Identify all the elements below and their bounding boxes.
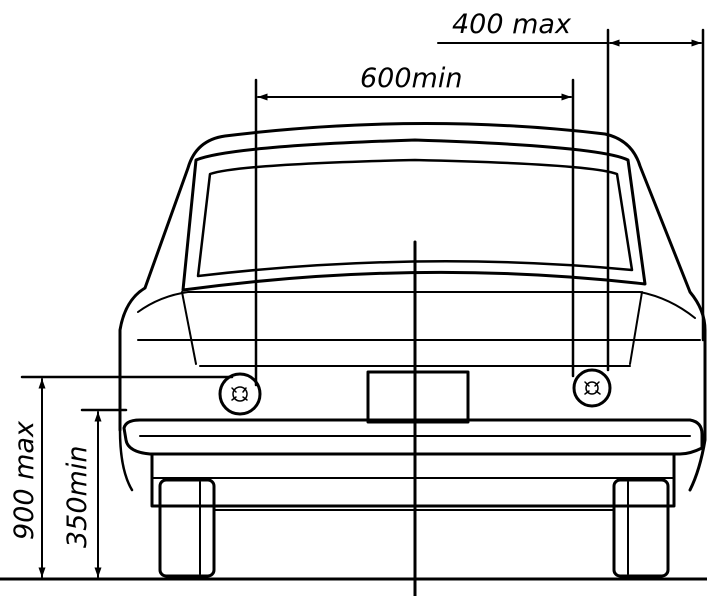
rear-lamp-left [218,372,262,416]
wheel-left [158,478,216,578]
edge-offset-label: 400 max [452,9,572,40]
lower-body [150,452,676,508]
lamp-spacing-label: 600min [360,63,462,94]
wheel-right [612,478,670,578]
min-height-label: 350min [62,446,93,548]
rear-lamp-right [572,368,612,408]
rear-window [181,138,647,365]
max-height-label: 900 max [9,420,40,540]
rear-bumper [122,418,704,456]
license-plate [366,370,470,424]
